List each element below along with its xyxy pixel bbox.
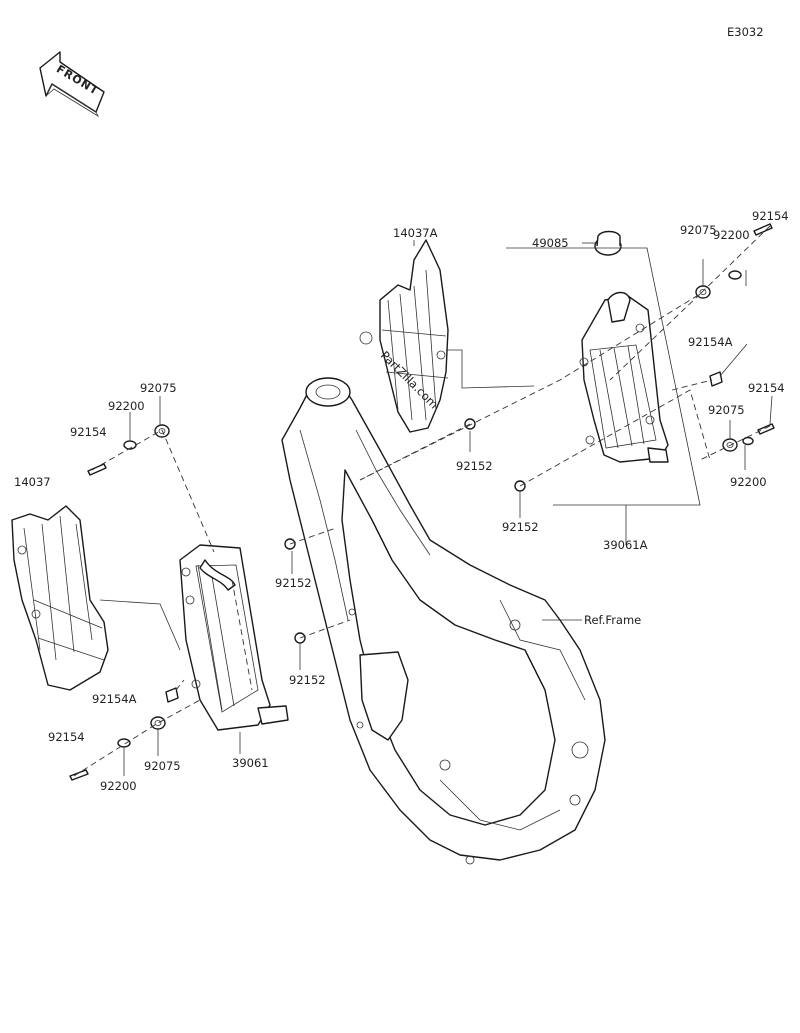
- label-92200-right: 92200: [730, 475, 767, 489]
- label-92154A-right: 92154A: [688, 335, 733, 349]
- label-49085: 49085: [532, 236, 569, 250]
- label-92152-left-upper: 92152: [275, 576, 312, 590]
- front-arrow-icon: FRONT: [39, 51, 105, 118]
- label-92200-top-right: 92200: [713, 228, 750, 242]
- label-92152-mid: 92152: [502, 520, 539, 534]
- diagram-code: E3032: [727, 25, 764, 39]
- label-92154-bottom-left: 92154: [48, 730, 85, 744]
- leader-lines: [73, 225, 773, 777]
- label-92075-top-right: 92075: [680, 223, 717, 237]
- radiator-39061A: [579, 291, 669, 463]
- frame: [281, 377, 606, 865]
- label-92154-top-left: 92154: [70, 425, 107, 439]
- label-39061A: 39061A: [603, 538, 648, 552]
- label-92152-top: 92152: [456, 459, 493, 473]
- label-92200-top-left: 92200: [108, 399, 145, 413]
- shroud-14037: [11, 505, 109, 691]
- label-92075-top-left: 92075: [140, 381, 177, 395]
- label-92075-right: 92075: [708, 403, 745, 417]
- radiator-39061: [179, 544, 289, 731]
- label-92152-left-lower: 92152: [289, 673, 326, 687]
- radiator-cap-49085: [594, 230, 622, 256]
- label-92075-bottom-left: 92075: [144, 759, 181, 773]
- label-14037A: 14037A: [393, 226, 438, 240]
- label-92154-right: 92154: [748, 381, 785, 395]
- label-92154-top-right: 92154: [752, 209, 789, 223]
- label-14037: 14037: [14, 475, 51, 489]
- label-39061: 39061: [232, 756, 269, 770]
- label-ref-frame: Ref.Frame: [584, 613, 641, 627]
- label-92154A-left: 92154A: [92, 692, 137, 706]
- part-labels: 14037 14037A 39061 39061A 49085 92075 92…: [14, 209, 789, 793]
- shroud-14037A: [379, 239, 449, 433]
- label-92200-bottom-left: 92200: [100, 779, 137, 793]
